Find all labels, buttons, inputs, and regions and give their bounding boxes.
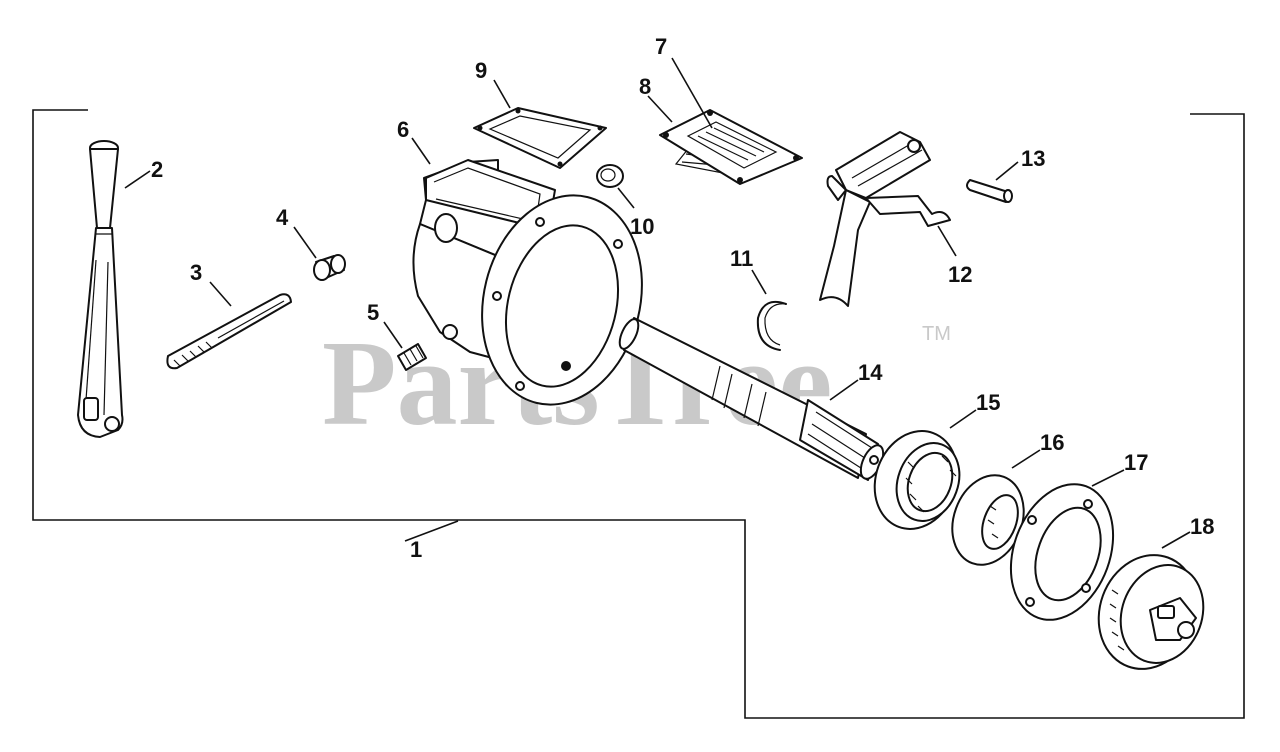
part-17-retainer-plate[interactable] <box>993 470 1131 634</box>
callout-15: 15 <box>976 390 1000 415</box>
part-9-gasket[interactable] <box>473 107 607 169</box>
callout-5: 5 <box>367 300 379 325</box>
callout-7: 7 <box>655 34 667 59</box>
callout-4: 4 <box>276 205 289 230</box>
callout-16: 16 <box>1040 430 1064 455</box>
watermark-trademark: TM <box>922 323 951 345</box>
leader-lines <box>124 57 1191 549</box>
part-4-bushing[interactable] <box>313 254 346 281</box>
callouts: 1 2 3 4 5 6 7 8 9 10 11 12 13 14 15 16 1… <box>151 34 1214 562</box>
part-3-shift-rod[interactable] <box>166 293 292 370</box>
part-14-output-shaft[interactable] <box>616 317 888 483</box>
callout-12: 12 <box>948 262 972 287</box>
part-15-ball-bearing[interactable] <box>861 419 970 540</box>
part-13-pin[interactable] <box>966 179 1013 203</box>
kit-bracket-frame <box>32 109 1245 719</box>
part-18-coupling-hub[interactable] <box>1083 541 1217 683</box>
callout-6: 6 <box>397 117 409 142</box>
callout-17: 17 <box>1124 450 1148 475</box>
callout-2: 2 <box>151 157 163 182</box>
part-16-seal[interactable] <box>940 465 1035 575</box>
part-2-shift-lever[interactable] <box>77 140 124 438</box>
callout-14: 14 <box>858 360 883 385</box>
callout-13: 13 <box>1021 146 1045 171</box>
callout-3: 3 <box>190 260 202 285</box>
part-11-snap-ring[interactable] <box>756 300 787 351</box>
callout-8: 8 <box>639 74 651 99</box>
callout-18: 18 <box>1190 514 1214 539</box>
callout-9: 9 <box>475 58 487 83</box>
part-10-plug[interactable] <box>596 164 624 188</box>
callout-11: 11 <box>730 246 753 271</box>
part-6-housing[interactable] <box>412 159 663 422</box>
part-12-shift-fork[interactable] <box>819 131 951 307</box>
callout-1: 1 <box>410 537 422 562</box>
callout-10: 10 <box>630 214 654 239</box>
part-8-cover-plate[interactable] <box>659 109 803 185</box>
part-5-set-screw[interactable] <box>397 343 427 371</box>
